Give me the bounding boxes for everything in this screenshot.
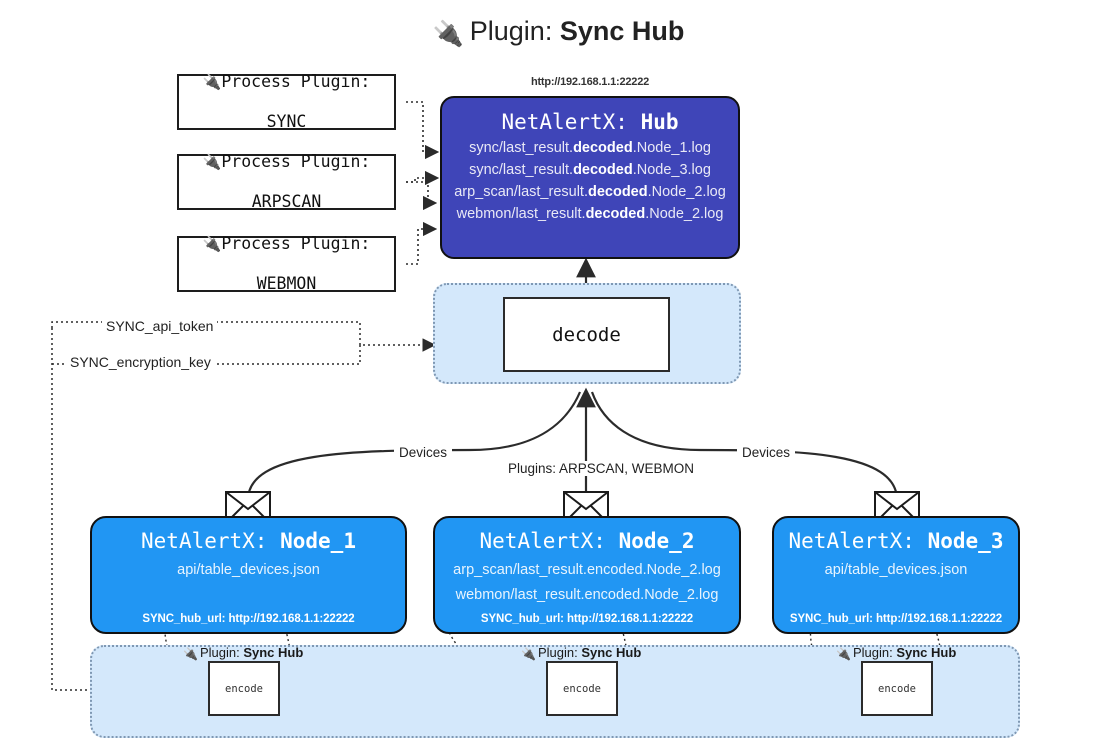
sync-api-token-label: SYNC_api_token	[102, 318, 218, 334]
plug-icon: 🔌	[202, 73, 222, 91]
node-title-name: Node_3	[927, 529, 1004, 553]
hub-node-box[interactable]: NetAlertX: Hub sync/last_result.decoded.…	[440, 96, 740, 259]
node-title-name: Node_1	[280, 529, 356, 553]
decode-box[interactable]: decode	[503, 297, 670, 372]
hub-title: NetAlertX: Hub	[442, 110, 738, 134]
encode-box-1[interactable]: encode	[208, 661, 280, 716]
hub-title-name: Hub	[640, 110, 679, 134]
plug-icon: 🔌	[521, 647, 536, 661]
devices-label-right: Devices	[737, 445, 796, 460]
node-title: NetAlertX: Node_2	[435, 529, 739, 553]
hub-log-line: webmon/last_result.decoded.Node_2.log	[456, 206, 724, 222]
node-title-name: Node_2	[618, 529, 695, 553]
process-plugin-name: ARPSCAN	[251, 192, 322, 211]
hub-url-label: http://192.168.1.1:22222	[530, 76, 650, 88]
node-hub-url: SYNC_hub_url: http://192.168.1.1:22222	[789, 613, 1003, 625]
node-box-node1[interactable]: NetAlertX: Node_1 api/table_devices.json…	[90, 516, 407, 634]
node-resource-line: arp_scan/last_result.encoded.Node_2.log	[453, 562, 721, 578]
encode-plugin-label-1: 🔌Plugin: Sync Hub	[183, 645, 304, 661]
node-hub-url: SYNC_hub_url: http://192.168.1.1:22222	[142, 613, 355, 625]
plug-icon: 🔌	[432, 20, 464, 48]
process-plugin-box-webmon[interactable]: 🔌Process Plugin: WEBMON	[177, 234, 396, 293]
devices-label-left: Devices	[394, 445, 453, 460]
process-plugin-box-arpscan[interactable]: 🔌Process Plugin: ARPSCAN	[177, 152, 396, 211]
node-hub-url: SYNC_hub_url: http://192.168.1.1:22222	[480, 613, 694, 625]
plug-icon: 🔌	[202, 153, 222, 171]
node-box-node3[interactable]: NetAlertX: Node_3 api/table_devices.json…	[772, 516, 1020, 634]
hub-log-line: sync/last_result.decoded.Node_3.log	[469, 162, 711, 178]
process-plugin-label: Process Plugin:	[221, 234, 371, 253]
hub-title-prefix: NetAlertX:	[501, 110, 628, 134]
encode-plugin-label-3: 🔌Plugin: Sync Hub	[836, 645, 957, 661]
node-resource-line: webmon/last_result.encoded.Node_2.log	[455, 587, 719, 603]
node-box-node2[interactable]: NetAlertX: Node_2 arp_scan/last_result.e…	[433, 516, 741, 634]
process-plugin-label: Process Plugin:	[221, 152, 371, 171]
node-title: NetAlertX: Node_3	[774, 529, 1018, 553]
plug-icon: 🔌	[836, 647, 851, 661]
hub-log-line: sync/last_result.decoded.Node_1.log	[469, 140, 711, 156]
plug-icon: 🔌	[183, 647, 198, 661]
process-plugin-box-sync[interactable]: 🔌Process Plugin: SYNC	[177, 72, 396, 131]
plugins-label-middle: Plugins: ARPSCAN, WEBMON	[503, 461, 700, 476]
process-plugin-name: SYNC	[266, 112, 307, 131]
node-title-prefix: NetAlertX:	[479, 529, 606, 553]
process-plugin-name: WEBMON	[256, 274, 317, 293]
page-title-name: Sync Hub	[559, 16, 685, 46]
hub-log-line: arp_scan/last_result.decoded.Node_2.log	[454, 184, 726, 200]
page-title-prefix: Plugin:	[469, 16, 553, 46]
process-plugin-label: Process Plugin:	[221, 72, 371, 91]
page-title: 🔌Plugin: Sync Hub	[0, 16, 1117, 49]
node-title-prefix: NetAlertX:	[141, 529, 268, 553]
encode-box-3[interactable]: encode	[861, 661, 933, 716]
node-resource-line: api/table_devices.json	[177, 562, 320, 578]
encode-plugin-label-2: 🔌Plugin: Sync Hub	[521, 645, 642, 661]
node-resource-line: api/table_devices.json	[824, 562, 968, 578]
node-title: NetAlertX: Node_1	[92, 529, 405, 553]
plug-icon: 🔌	[202, 235, 222, 253]
sync-encryption-key-label: SYNC_encryption_key	[66, 354, 215, 370]
encode-box-2[interactable]: encode	[546, 661, 618, 716]
node-title-prefix: NetAlertX:	[788, 529, 915, 553]
